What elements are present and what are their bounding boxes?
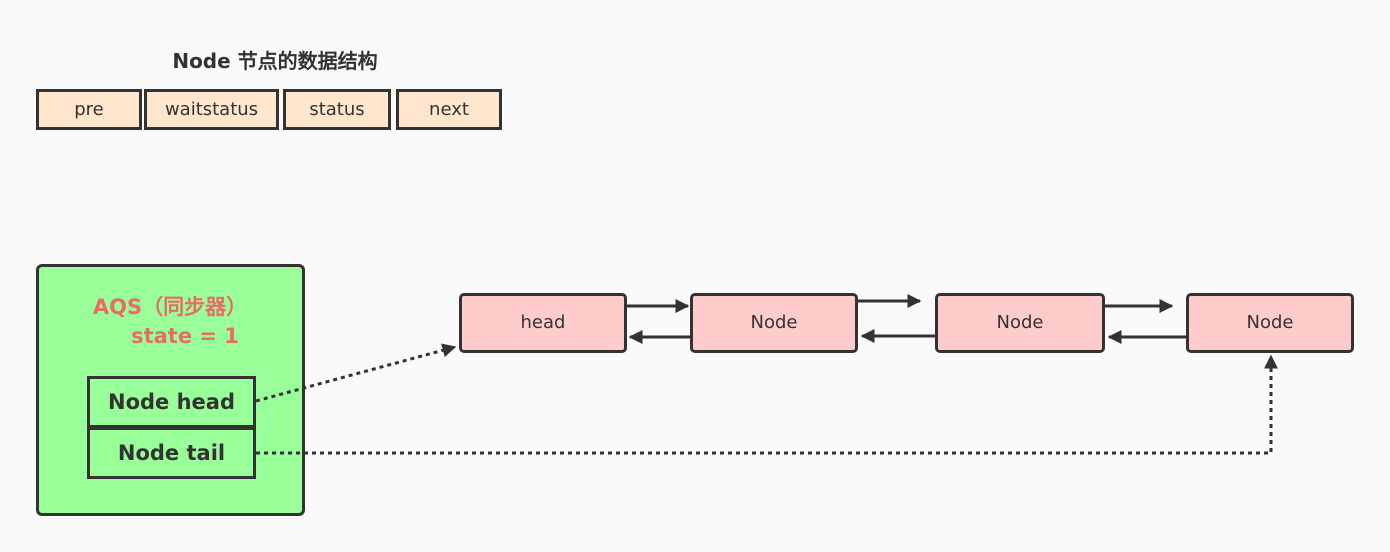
queue-node-2: Node — [935, 293, 1105, 353]
field-next: next — [396, 89, 502, 130]
aqs-state: state = 1 — [131, 324, 239, 348]
field-pre: pre — [36, 89, 142, 130]
node-head-ref: Node head — [87, 376, 256, 428]
field-status: status — [283, 89, 391, 130]
node-structure-title: Node 节点的数据结构 — [172, 49, 378, 73]
node-tail-ref: Node tail — [87, 427, 256, 479]
field-waitstatus: waitstatus — [144, 89, 279, 130]
queue-node-3: Node — [1186, 293, 1354, 353]
aqs-title: AQS（同步器） — [92, 295, 248, 319]
queue-node-head: head — [459, 293, 627, 353]
tail-pointer-link — [256, 354, 1278, 455]
queue-node-1: Node — [690, 293, 858, 353]
